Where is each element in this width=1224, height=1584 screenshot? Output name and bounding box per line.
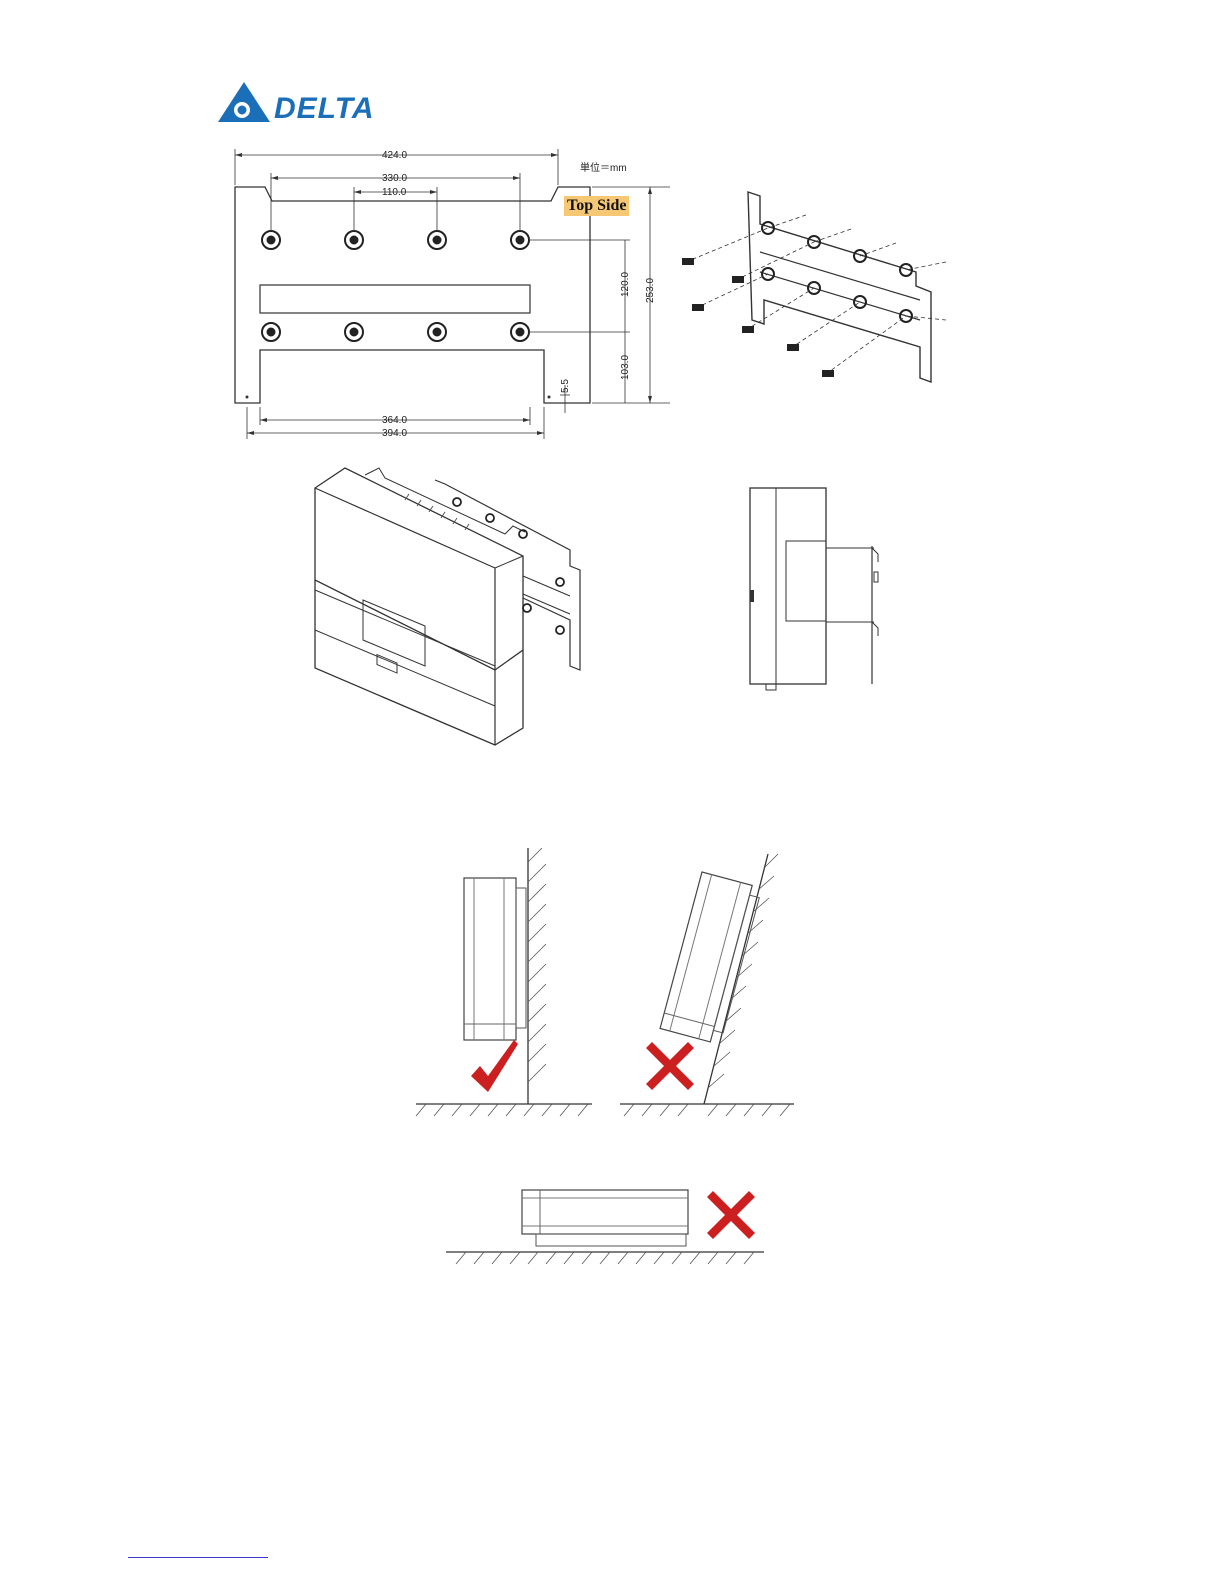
inverter-isometric-view	[305, 460, 595, 750]
checkmark-icon	[471, 1040, 518, 1092]
dim-inner-hole-span: 110.0	[382, 187, 407, 198]
bracket-dimension-drawing: 424.0 330.0 110.0 364.0 394.0 120.0 103.…	[230, 145, 690, 445]
dim-overall-width: 424.0	[382, 150, 407, 161]
dim-hole-spacing: 120.0	[620, 272, 631, 297]
bracket-exploded-view	[676, 182, 966, 392]
lower-holes	[262, 323, 529, 341]
logo-text: DELTA	[274, 92, 375, 125]
dim-overall-height: 253.0	[645, 278, 656, 303]
correct-vertical-mount	[416, 848, 596, 1108]
footer-rule	[128, 1557, 268, 1558]
dim-outer-hole-span: 330.0	[382, 173, 407, 184]
bracket-slot	[260, 285, 530, 313]
cross-icon	[707, 1191, 755, 1239]
upper-holes	[262, 231, 529, 249]
inverter-side-view	[748, 486, 898, 696]
cross-icon	[646, 1042, 694, 1090]
wrong-tilted-mount	[618, 848, 798, 1108]
dim-lower-outer-width: 394.0	[382, 428, 407, 439]
top-side-label: Top Side	[564, 196, 629, 216]
wrong-horizontal-mount	[446, 1184, 776, 1274]
dim-lower-hole-bottom: 103.0	[620, 355, 631, 380]
dim-lower-inner-width: 364.0	[382, 415, 407, 426]
dim-edge-offset: 5.5	[560, 379, 571, 393]
delta-logo: DELTA	[218, 82, 378, 122]
unit-label: 単位＝mm	[580, 161, 627, 174]
bracket-outline	[235, 187, 590, 403]
